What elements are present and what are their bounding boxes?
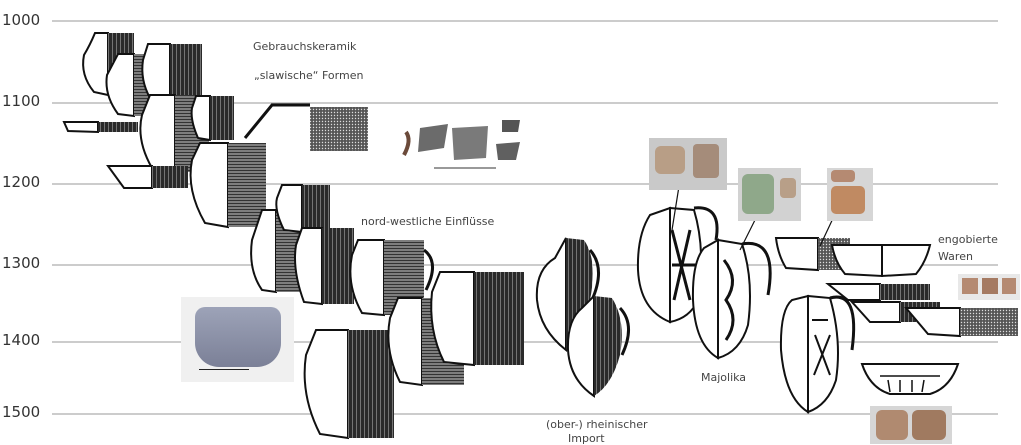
label-import: Import: [568, 432, 605, 445]
pot-nw-7: [431, 272, 524, 365]
label-gebrauchskeramik: Gebrauchskeramik: [253, 40, 356, 53]
jug-majolika-3: [781, 296, 854, 412]
label-nord-westliche-einfluesse: nord-westliche Einflüsse: [361, 215, 494, 228]
label-rheinischer: (ober-) rheinischer: [546, 418, 648, 431]
photo-majolika-sherds-3: [827, 168, 873, 221]
photo-engob-sherds-1: [958, 274, 1020, 300]
bowl-majolika-2: [832, 245, 930, 276]
sherd-drawings: [404, 120, 520, 168]
pot-nw-3: [295, 228, 354, 304]
bowl-slav-2: [108, 166, 188, 188]
pot-nw-2: [276, 185, 330, 232]
label-waren: Waren: [938, 250, 973, 263]
photo-majolika-sherds-2: [738, 168, 801, 221]
pot-slav-5: [192, 96, 234, 140]
bowl-engob-4: [862, 364, 958, 394]
photo-majolika-sherds-1: [649, 138, 727, 190]
label-slawische-formen: „slawische“ Formen: [254, 69, 363, 82]
label-engobierte: engobierte: [938, 233, 998, 246]
jug-majolika-2: [693, 240, 770, 358]
bowl-slav-1: [64, 122, 138, 132]
photo-gray-vessel: [181, 297, 294, 382]
pot-nw-5: [305, 330, 394, 438]
label-majolika: Majolika: [701, 371, 746, 384]
plate-engob-3: [906, 308, 1018, 336]
pot-slav-6: [191, 143, 266, 227]
photo-engob-sherds-2: [870, 406, 952, 444]
pot-slav-3: [142, 44, 202, 100]
